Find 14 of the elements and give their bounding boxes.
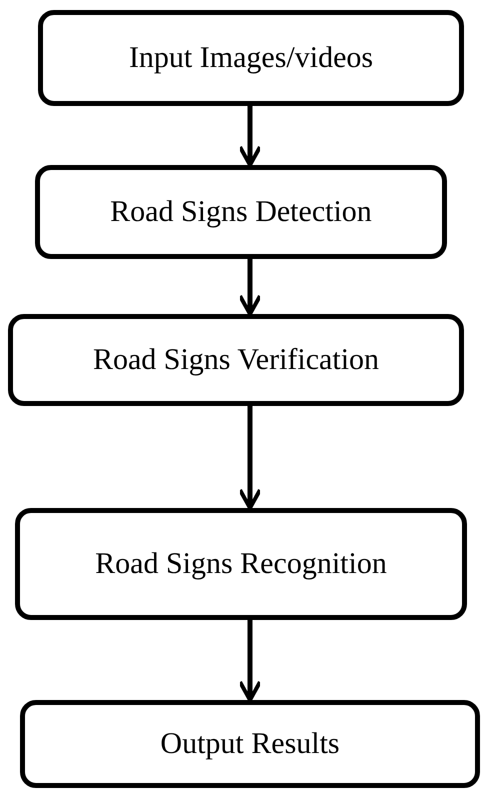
process-box bbox=[15, 508, 467, 620]
box-label: Road Signs Detection bbox=[110, 195, 372, 229]
box-label: Input Images/videos bbox=[128, 41, 374, 75]
box-label: Road Signs Recognition bbox=[95, 547, 387, 581]
arrow bbox=[238, 406, 262, 510]
box-label: Output Results bbox=[160, 727, 340, 761]
arrow bbox=[238, 620, 262, 702]
process-box bbox=[20, 700, 480, 788]
arrow bbox=[238, 259, 262, 316]
process-box bbox=[8, 314, 464, 406]
process-box bbox=[35, 165, 447, 259]
box-label: Road Signs Verification bbox=[92, 343, 380, 377]
arrow bbox=[238, 106, 262, 167]
process-box bbox=[38, 10, 464, 106]
